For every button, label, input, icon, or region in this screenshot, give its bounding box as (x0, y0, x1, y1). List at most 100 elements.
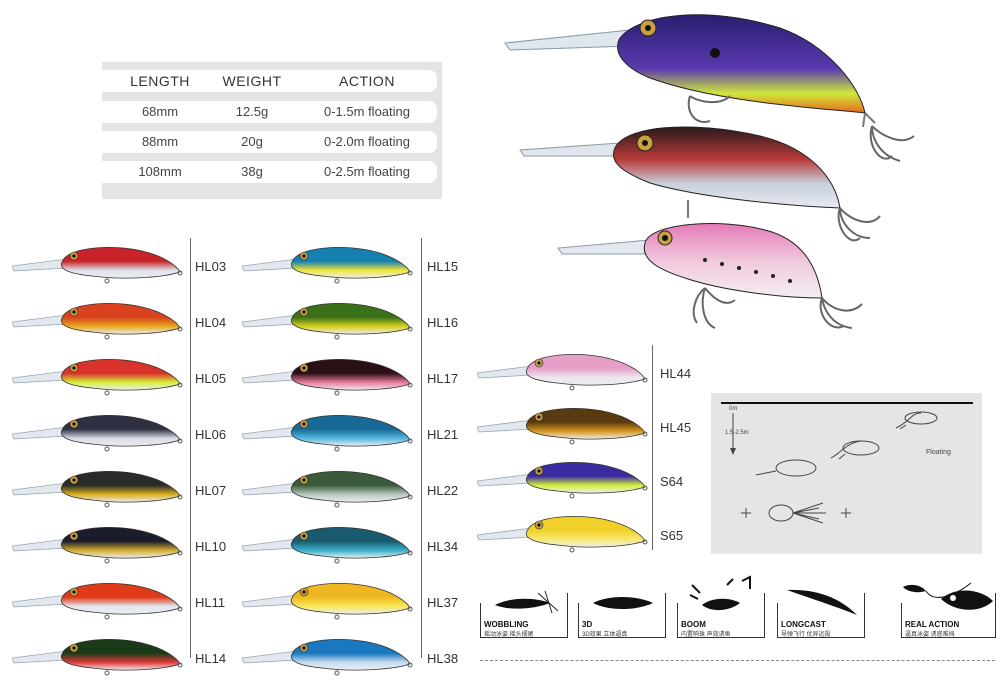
lure-hl05 (12, 356, 183, 404)
feature-sub: 摇动泳姿 摇头摆尾 (484, 632, 534, 638)
spec-action-2: 0-2.0m floating (324, 134, 410, 149)
lure-code-label: HL05 (195, 371, 227, 386)
hero-lures-illustration (504, 14, 915, 329)
real-action-icon (903, 582, 993, 610)
lure-code-label: HL15 (427, 259, 459, 274)
lure-image (477, 354, 648, 391)
feature-boom: BOOM 内置响珠 声效诱鱼 (677, 575, 765, 639)
lure-code-label: HL17 (427, 371, 459, 386)
lure-hl37 (242, 580, 413, 628)
lure-s65 (477, 513, 648, 561)
lure-hl03 (12, 244, 183, 292)
feature-longcast: LONGCAST 导弹飞行 优异远投 (777, 589, 865, 639)
lure-hl44 (477, 351, 648, 399)
lure-image (242, 527, 413, 564)
depth-top-label: 0m (729, 406, 738, 412)
lure-hl04 (12, 300, 183, 348)
lure-code-label: HL14 (195, 651, 227, 666)
lure-image (12, 471, 183, 508)
lure-code-label: HL04 (195, 315, 227, 330)
lure-image (242, 583, 413, 620)
lure-code-label: HL22 (427, 483, 459, 498)
spec-weight-2: 20g (241, 134, 263, 149)
spec-row-3 (102, 161, 437, 183)
feature-wobbling: WOBBLING 摇动泳姿 摇头摆尾 (480, 590, 568, 639)
feature-3d: 3D 3D效果 立体逼真 (578, 593, 666, 639)
lure-image (242, 415, 413, 452)
hero-lure-2 (519, 126, 881, 242)
lure-hl45 (477, 405, 648, 453)
lure-image (242, 639, 413, 676)
wobbling-icon (495, 590, 559, 614)
lure-hl06 (12, 412, 183, 460)
lure-image (12, 639, 183, 676)
lure-s64 (477, 459, 648, 507)
feature-sub: 逼真泳姿 诱惑难挡 (905, 632, 955, 638)
lure-code-label: S65 (660, 528, 684, 543)
feature-name: WOBBLING (484, 620, 529, 629)
lure-code-label: S64 (660, 474, 684, 489)
feature-name: 3D (582, 620, 593, 629)
lure-image (242, 247, 413, 284)
lure-hl21 (242, 412, 413, 460)
feature-name: BOOM (681, 620, 706, 629)
divider-col3 (652, 345, 653, 550)
spec-action-1: 0-1.5m floating (324, 104, 410, 119)
hero-lure-3 (557, 223, 863, 329)
lure-hl11 (12, 580, 183, 628)
longcast-icon (787, 589, 857, 615)
water-surface-line (721, 402, 973, 404)
lure-hl22 (242, 468, 413, 516)
lure-code-label: HL34 (427, 539, 459, 554)
lure-hl16 (242, 300, 413, 348)
header-action: ACTION (339, 73, 395, 89)
spec-length-3: 108mm (138, 164, 182, 179)
lure-image (242, 303, 413, 340)
feature-sub: 3D效果 立体逼真 (582, 632, 628, 638)
lure-image (12, 247, 183, 284)
divider-col1 (190, 238, 191, 658)
lure-code-label: HL44 (660, 366, 692, 381)
lure-image (477, 462, 648, 499)
lure-code-label: HL10 (195, 539, 227, 554)
lure-hl38 (242, 636, 413, 684)
feature-name: LONGCAST (781, 620, 826, 629)
lure-code-label: HL38 (427, 651, 459, 666)
header-length: LENGTH (130, 73, 190, 89)
feature-name: REAL ACTION (905, 620, 960, 629)
boom-icon (689, 575, 751, 611)
lure-hl14 (12, 636, 183, 684)
depth-range-label: 1.5-2.5m (725, 430, 749, 436)
lure-image (477, 516, 648, 553)
spec-length-1: 68mm (141, 104, 179, 119)
lure-image (12, 583, 183, 620)
lure-code-label: HL16 (427, 315, 459, 330)
lure-code-label: HL07 (195, 483, 227, 498)
hero-lure-1 (504, 14, 915, 162)
lure-hl17 (242, 356, 413, 404)
feature-sub: 导弹飞行 优异远投 (781, 632, 831, 638)
lure-code-label: HL03 (195, 259, 227, 274)
diving-path-illustration (730, 411, 938, 524)
3d-icon (593, 597, 653, 609)
lure-code-label: HL21 (427, 427, 459, 442)
lure-image (12, 303, 183, 340)
lure-code-label: HL11 (195, 595, 226, 610)
diving-diagram: 0m 1.5-2.5m Floating (711, 393, 982, 554)
lure-code-label: HL37 (427, 595, 459, 610)
spec-weight-3: 38g (241, 164, 263, 179)
lure-hl34 (242, 524, 413, 572)
divider-col2 (421, 238, 422, 658)
spec-length-2: 88mm (141, 134, 179, 149)
lure-code-label: HL45 (660, 420, 692, 435)
spec-action-3: 0-2.5m floating (324, 164, 410, 179)
spec-row-1 (102, 101, 437, 123)
lure-image (242, 359, 413, 396)
lure-image (242, 471, 413, 508)
feature-real-action: REAL ACTION 逼真泳姿 诱惑难挡 (901, 582, 996, 639)
lure-image (12, 527, 183, 564)
spec-row-2 (102, 131, 437, 153)
lure-code-label: HL06 (195, 427, 227, 442)
lure-hl10 (12, 524, 183, 572)
